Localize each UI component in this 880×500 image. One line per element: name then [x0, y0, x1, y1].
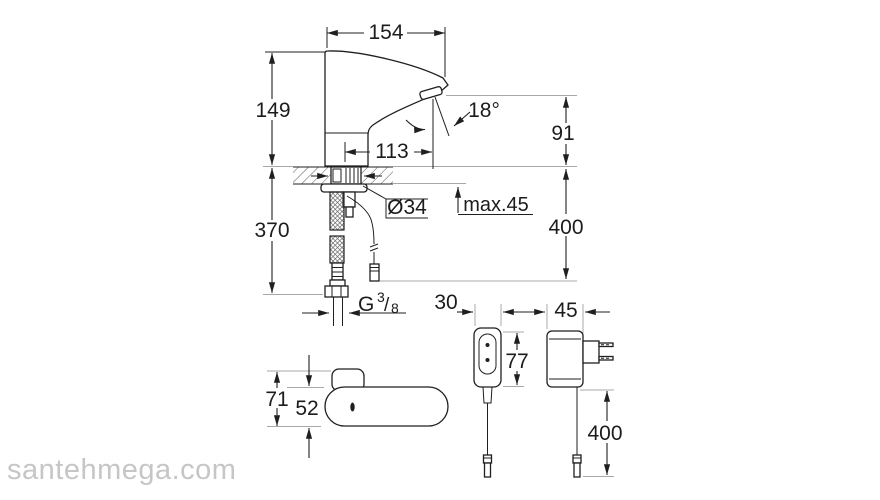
reference-lines — [263, 95, 614, 477]
spout-aerator — [419, 86, 443, 100]
dim-outlet-height-label: 91 — [551, 122, 574, 145]
dim-body-height-label: 149 — [255, 99, 290, 122]
dim-psu-depth-label: 45 — [554, 299, 577, 322]
thread-size-label: G 3 / 8 — [358, 289, 399, 316]
dim-spout-reach-label: 154 — [368, 21, 403, 44]
sensor-window — [350, 402, 355, 412]
flex-hose-upper — [329, 191, 345, 231]
mounting-flange — [320, 183, 368, 193]
below-deck-assembly — [311, 166, 382, 326]
connection-nut — [324, 285, 349, 298]
dim-outlet-projection-label: 113 — [375, 140, 408, 163]
socket-pin-hole — [485, 343, 490, 347]
thread-slash: / — [384, 295, 390, 316]
dim-psu-height-label: 77 — [505, 350, 528, 373]
faucet-top-view — [324, 368, 449, 427]
power-supply-side-view — [546, 330, 614, 478]
dim-hole-diameter-label: Ø34 — [387, 196, 427, 219]
psu-front-body — [473, 327, 502, 388]
sensor-cable — [346, 195, 375, 245]
psu-connector-front — [482, 454, 493, 464]
thread-prefix: G — [358, 293, 374, 316]
dim-psu-width-label: 30 — [434, 291, 457, 314]
thread-denominator: 8 — [391, 300, 399, 316]
dim-top-body-width-label: 52 — [295, 397, 318, 420]
flex-hose-lower — [329, 235, 345, 264]
psu-connector-side — [572, 454, 582, 464]
power-supply-front-view — [473, 327, 502, 478]
dim-below-deck-label: 370 — [254, 219, 289, 242]
psu-socket-recess — [478, 333, 497, 375]
dim-cable-length-label: 400 — [548, 216, 583, 239]
dim-max-deck-thickness-label: max.45 — [463, 194, 529, 216]
plug-base — [582, 340, 600, 364]
dim-psu-cable-length-label: 400 — [587, 422, 622, 445]
dim-top-overall-width-label: 71 — [265, 388, 288, 411]
watermark: santehmega.com — [7, 454, 237, 486]
thread-numerator: 3 — [377, 289, 385, 305]
faucet-body-outline — [324, 50, 449, 167]
socket-pin-hole — [485, 358, 490, 362]
dim-spray-angle-label: 18° — [468, 99, 500, 122]
dimension-labels: 154 149 18° 91 113 370 Ø34 max.45 400 71… — [254, 21, 622, 445]
faucet-side-view — [324, 50, 450, 169]
body-top-profile — [324, 386, 449, 427]
cable-connector — [369, 263, 380, 282]
label-backgrounds — [252, 21, 624, 443]
spray-direction-line — [434, 96, 450, 137]
